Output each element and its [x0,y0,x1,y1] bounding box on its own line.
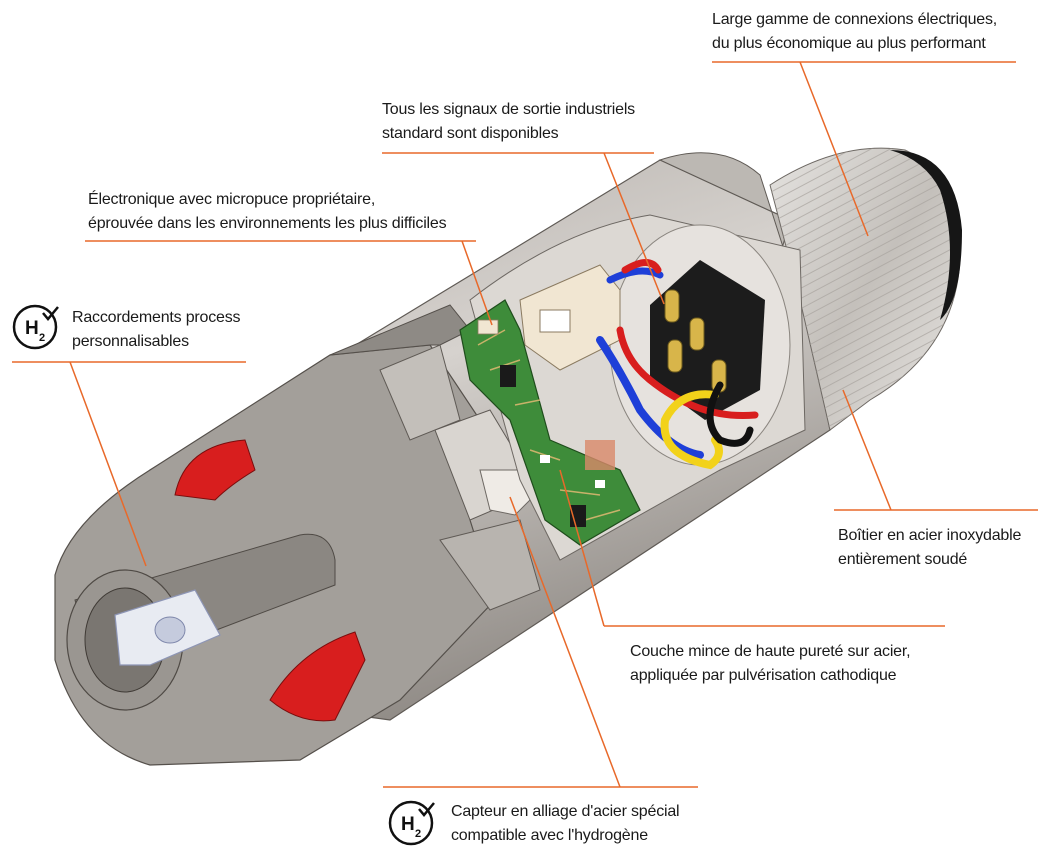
h2-subscript: 2 [415,828,421,840]
wire-black [706,381,754,447]
h2-symbol: H [401,814,415,835]
wire-red [616,259,759,420]
cut-face-upper [329,304,471,356]
callout-sensor-alloy: Capteur en alliage d'acier spécial compa… [451,800,680,848]
check-icon [418,802,435,817]
pcb-chip [500,365,516,387]
callout-line: Capteur en alliage d'acier spécial [451,803,680,820]
check-icon [42,306,59,321]
callout-output-signals: Tous les signaux de sortie industriels s… [382,98,635,146]
pcb-component [540,455,550,463]
callout-line: compatible avec l'hydrogène [451,827,648,844]
callout-line: du plus économique au plus performant [712,35,986,52]
wire-blue [596,336,704,459]
leader-electrical-connections [712,61,1016,237]
connector-pins [664,289,727,393]
pcb-component [585,440,615,470]
leader-lines [12,61,1038,788]
connector-pin [667,339,683,373]
connector-pin [664,289,680,323]
h2-badge-process: H 2 [12,304,59,350]
callout-process-connections: Raccordements process personnalisables [72,306,241,354]
callout-housing: Boîtier en acier inoxydable entièrement … [838,524,1021,572]
leader-electronics [85,240,493,326]
callout-line: Large gamme de connexions électriques, [712,11,998,28]
pcb-component [477,319,499,335]
callout-line: éprouvée dans les environnements les plu… [88,215,447,232]
h2-symbol: H [25,318,39,339]
callout-line: entièrement soudé [838,551,968,568]
h2-badge-sensor: H 2 [388,800,435,846]
callout-line: Tous les signaux de sortie industriels [382,101,635,118]
thread-ridges [770,148,960,430]
wire-blue-2 [606,267,664,284]
callout-line: Boîtier en acier inoxydable [838,527,1022,544]
callout-line: Raccordements process [72,309,241,326]
callout-electrical-connections: Large gamme de connexions électriques, d… [712,8,997,56]
inlet-fitting-hole [154,616,186,644]
connector-pin [689,317,705,351]
leader-output-signals [382,152,665,305]
seal-upper [174,439,256,501]
callout-thin-film: Couche mince de haute pureté sur acier, … [630,640,911,688]
callout-electronics: Électronique avec micropuce propriétaire… [88,188,447,236]
board-connector-socket [539,309,571,333]
leader-housing [834,389,1038,511]
sensor-element [479,469,531,516]
seal-lower [269,631,366,722]
callout-line: standard sont disponibles [382,125,559,142]
callout-line: Électronique avec micropuce propriétaire… [88,191,376,208]
h2-subscript: 2 [39,332,45,344]
wire-yellow [660,390,723,470]
callout-line: Couche mince de haute pureté sur acier, [630,643,911,660]
leader-sensor-alloy [383,496,698,788]
connector-end-ring [890,150,962,320]
internal-frame [379,344,461,441]
callout-line: appliquée par pulvérisation cathodique [630,667,897,684]
internal-frame-lower [439,519,541,611]
sensor-housing [54,147,962,766]
pcb-component [595,480,605,488]
leader-process-connections [12,361,246,567]
leader-thin-film [559,469,945,627]
callout-line: personnalisables [72,333,189,350]
